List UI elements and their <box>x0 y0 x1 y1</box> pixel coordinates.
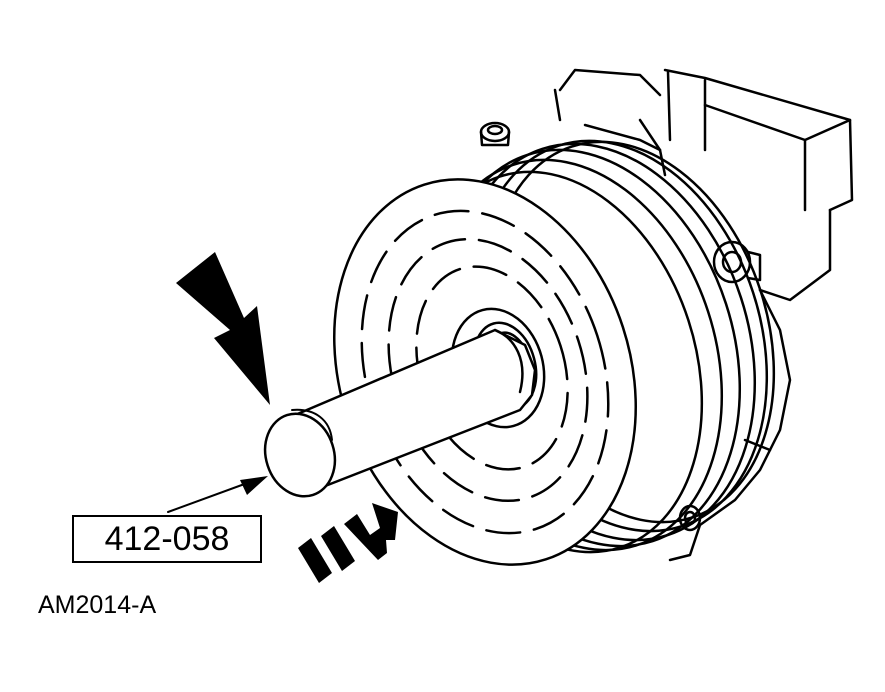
force-arrow-icon <box>176 252 270 405</box>
tool-callout-label: 412-058 <box>104 519 230 558</box>
compressor-housing <box>553 68 854 562</box>
tool-callout-box: 412-058 <box>72 515 262 563</box>
mounting-bolt-right <box>712 240 762 284</box>
mounting-bolt-upper <box>479 121 511 147</box>
direction-arrow-icon <box>298 503 398 583</box>
callout-leader <box>167 481 251 513</box>
leader-arrowhead <box>240 476 268 495</box>
installer-tool-412-058 <box>263 328 537 498</box>
figure-id: AM2014-A <box>38 591 157 619</box>
